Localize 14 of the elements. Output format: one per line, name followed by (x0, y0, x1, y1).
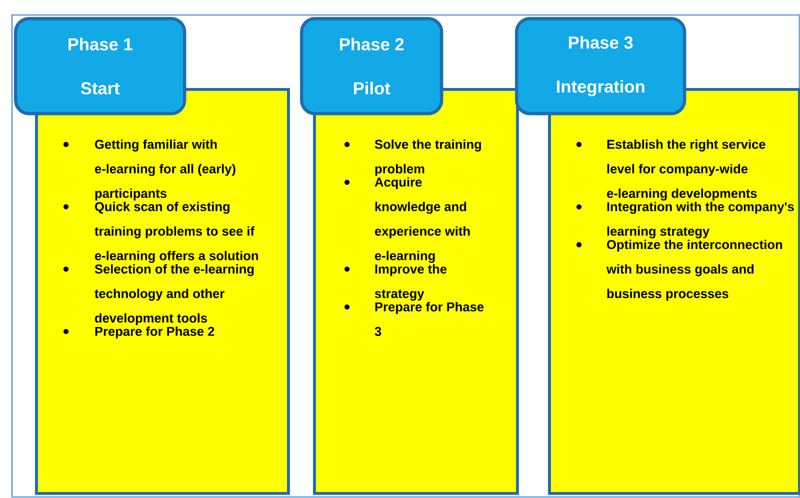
bullet-item: Selection of the e-learning technology and other development tools (63, 264, 254, 326)
bullet-item: Establish the right service level for company-wide e-learning developments (576, 139, 766, 201)
bullet-item: Acquire knowledge and experience with e-learning (344, 177, 470, 263)
bullet-item: Prepare for Phase 2 (63, 326, 214, 338)
phase-tab: Phase 3 Integration (515, 17, 686, 116)
bullet-item: Getting familiar with e-learning for all (early) participants (63, 139, 236, 200)
bullet-item: Optimize the interconnection with business goals and business processes (576, 240, 782, 301)
bullet-item: Quick scan of existing training problems to see if e-learning offers a solution (63, 202, 258, 263)
bullet-item: Prepare for Phase 3 (344, 302, 484, 336)
phase-tab: Phase 1 Start (14, 17, 186, 116)
phase-tab: Phase 2 Pilot (300, 17, 444, 116)
bullet-item: Solve the training problem (344, 139, 481, 176)
bullet-item: Improve the strategy (344, 264, 447, 301)
bullet-item: Integration with the company's learning strategy (576, 202, 794, 238)
